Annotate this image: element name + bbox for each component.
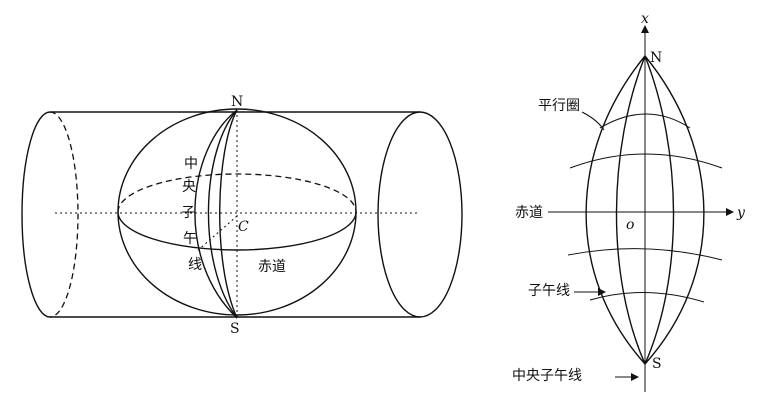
north-pole-label: N [231, 94, 243, 110]
parallel-north-1 [599, 113, 691, 129]
center-label: C [238, 219, 249, 235]
y-axis-label: y [736, 205, 746, 221]
equator-back [117, 173, 357, 213]
meridian-lune-inner [219, 109, 238, 319]
zone-right-boundary [644, 55, 705, 365]
cylinder-left-end-front [21, 111, 51, 318]
cylinder-left-end-back [49, 111, 79, 318]
meridian-label: 子午线 [528, 283, 570, 299]
meridian-left-inner [615, 55, 646, 365]
north-pole-label-right: N [650, 50, 662, 66]
parallel-south-2 [589, 291, 705, 303]
origin-label: o [626, 217, 634, 233]
zone-left-boundary [585, 55, 646, 365]
south-pole-label-right: S [652, 356, 662, 372]
equator-label-left: 赤道 [258, 259, 286, 275]
central-meridian-char-1: 中 [184, 156, 198, 172]
equator-label-right: 赤道 [515, 205, 543, 221]
south-pole-label: S [230, 321, 240, 337]
central-meridian-char-3: 子 [181, 205, 195, 221]
x-axis-label: x [641, 11, 649, 27]
center-radius [195, 215, 238, 253]
projection-zone-diagram: x y N S o 平行圈 赤道 子午线 中央子午线 [512, 11, 746, 392]
cylinder-sphere-diagram: N S C 中 央 子 午 线 赤道 [21, 94, 463, 337]
cylinder-right-end [377, 111, 463, 318]
parallel-north-2 [569, 153, 723, 169]
parallel-south-1 [567, 248, 723, 261]
central-meridian-char-5: 线 [188, 257, 202, 273]
meridian-lune-outer [194, 109, 238, 319]
parallel-label: 平行圈 [538, 98, 580, 114]
central-meridian-char-4: 午 [183, 231, 197, 247]
meridian-lune-middle [207, 109, 238, 319]
central-meridian-char-2: 央 [182, 179, 196, 195]
meridian-right-inner [644, 55, 675, 365]
central-meridian-label: 中央子午线 [512, 368, 582, 384]
parallel-leader [581, 111, 605, 131]
